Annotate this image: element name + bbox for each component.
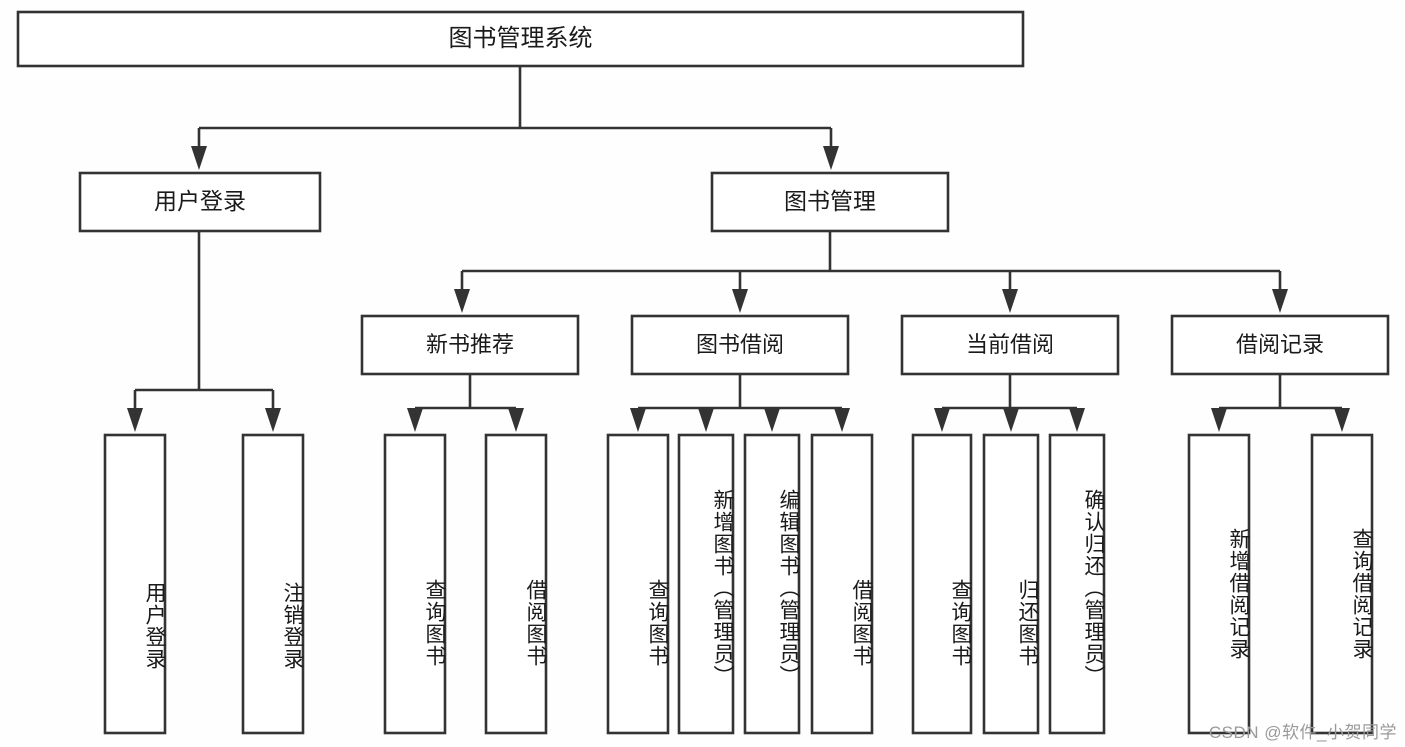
connector-borrow-record-to-leaves (1211, 374, 1350, 432)
node-box-book-manage[interactable] (710, 171, 950, 233)
arrow-head-new-book-rec (454, 289, 470, 313)
arrow-head-leaf-user-logout (265, 408, 281, 432)
node-box-leaf-confirm-return[interactable] (1048, 433, 1106, 735)
connector-new-book-rec-to-leaves (407, 374, 524, 432)
node-box-leaf-query-book-cur[interactable] (911, 433, 973, 735)
node-box-book-borrow[interactable] (630, 314, 850, 376)
node-box-leaf-query-record[interactable] (1310, 433, 1374, 735)
node-box-leaf-add-book[interactable] (677, 433, 735, 735)
arrow-head-leaf-borrow-book-rec (508, 408, 524, 432)
node-box-leaf-return-book[interactable] (982, 433, 1040, 735)
connector-book-borrow-to-leaves (630, 374, 850, 432)
arrow-head-leaf-query-book-rec (407, 408, 423, 432)
connector-user-login-to-leaves (127, 231, 281, 432)
arrow-head-current-borrow (1002, 289, 1018, 313)
arrow-head-leaf-user-login (127, 408, 143, 432)
arrow-head-leaf-add-book (698, 408, 714, 432)
node-box-leaf-query-book-rec[interactable] (383, 433, 447, 735)
node-box-leaf-user-login[interactable] (103, 433, 167, 735)
arrow-head-book-borrow (732, 289, 748, 313)
connector-current-borrow-to-leaves (934, 374, 1085, 432)
node-box-current-borrow[interactable] (900, 314, 1120, 376)
node-box-borrow-record[interactable] (1170, 314, 1390, 376)
arrow-head-book-manage (823, 146, 839, 170)
arrow-head-leaf-query-book-cur (934, 408, 950, 432)
node-box-new-book-rec[interactable] (360, 314, 580, 376)
arrow-head-leaf-query-record (1334, 408, 1350, 432)
arrow-head-leaf-edit-book (764, 408, 780, 432)
arrow-head-leaf-add-record (1211, 408, 1227, 432)
node-box-leaf-borrow-book-rec[interactable] (484, 433, 548, 735)
csdn-watermark: CSDN @软件_小贺同学 (1208, 723, 1397, 742)
arrow-head-leaf-return-book (1003, 408, 1019, 432)
arrow-head-leaf-query-book-borrow (630, 408, 646, 432)
arrow-head-borrow-record (1272, 289, 1288, 313)
node-box-leaf-add-record[interactable] (1187, 433, 1251, 735)
arrow-head-leaf-confirm-return (1069, 408, 1085, 432)
arrow-head-user-login (191, 146, 207, 170)
node-box-leaf-edit-book[interactable] (743, 433, 801, 735)
arrow-head-leaf-borrow-book (834, 408, 850, 432)
connector-root-to-level1 (191, 66, 839, 170)
node-box-root[interactable] (16, 10, 1025, 68)
node-box-user-login[interactable] (78, 171, 322, 233)
connector-book-manage-to-level2 (454, 231, 1288, 313)
node-box-leaf-borrow-book[interactable] (810, 433, 874, 735)
node-box-leaf-user-logout[interactable] (241, 433, 305, 735)
node-box-leaf-query-book-borrow[interactable] (606, 433, 670, 735)
